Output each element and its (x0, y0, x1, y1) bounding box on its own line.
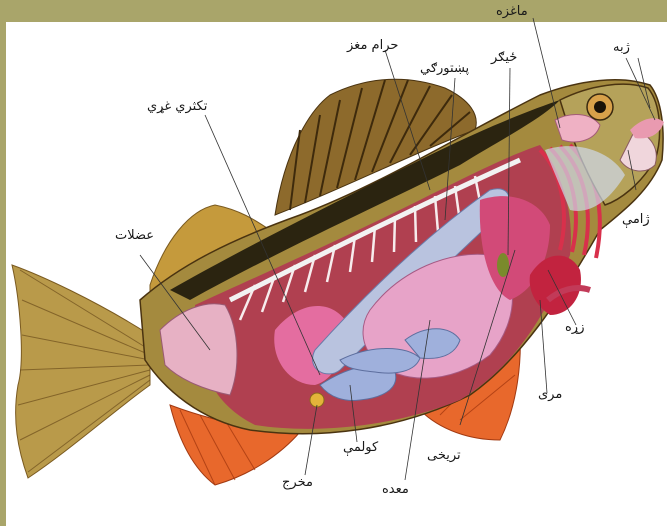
label-stomach: معده (382, 482, 409, 497)
label-gonads: تکثري غړي (147, 99, 207, 114)
label-jaws: ژامې (622, 212, 650, 227)
tail-fin (12, 265, 150, 478)
label-brain: ماغزه (496, 4, 528, 19)
label-spinal-cord: حرام مغز (347, 38, 398, 53)
label-gall-bladder: تریخی (427, 448, 461, 463)
label-intestines: کولمې (343, 440, 378, 455)
label-liver: ځیګر (491, 50, 517, 65)
label-kidneys: پښتورګي (420, 61, 469, 76)
label-muscles: عضلات (115, 228, 154, 243)
label-anus: مخرج (282, 475, 313, 490)
label-esophagus: مری (538, 387, 562, 402)
gall-bladder (497, 253, 509, 277)
label-tongue: ژبه (613, 40, 630, 55)
anus (310, 393, 324, 407)
label-heart: زړه (565, 320, 585, 335)
